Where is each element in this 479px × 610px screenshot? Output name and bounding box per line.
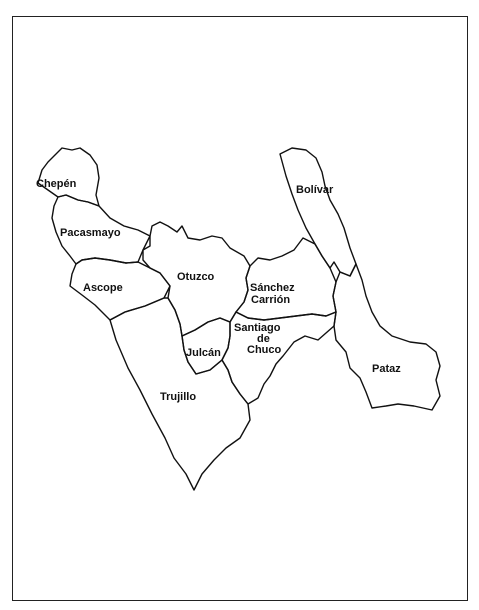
label-chepen: Chepén [36,178,77,190]
label-sanchez-line1: Sánchez [250,282,295,294]
label-pacasmayo: Pacasmayo [60,227,121,239]
province-trujillo [109,297,251,491]
label-julcan: Julcán [186,347,221,359]
label-santiago-line1: Santiago [234,322,281,334]
label-otuzco: Otuzco [177,271,215,283]
province-pataz [332,263,441,411]
label-bolivar: Bolívar [296,184,334,196]
label-sanchez-line2: Carrión [251,294,290,306]
label-santiago-line3: Chuco [247,344,282,356]
province-ascope [69,257,171,321]
province-julcan [181,317,231,375]
label-trujillo: Trujillo [160,391,196,403]
province-chepen [37,147,100,207]
label-ascope: Ascope [83,282,123,294]
province-bolivar [279,147,357,277]
map-frame [12,16,468,601]
label-pataz: Pataz [372,363,401,375]
province-sanchez-carrion [235,237,337,321]
label-santiago-line2: de [257,333,270,345]
